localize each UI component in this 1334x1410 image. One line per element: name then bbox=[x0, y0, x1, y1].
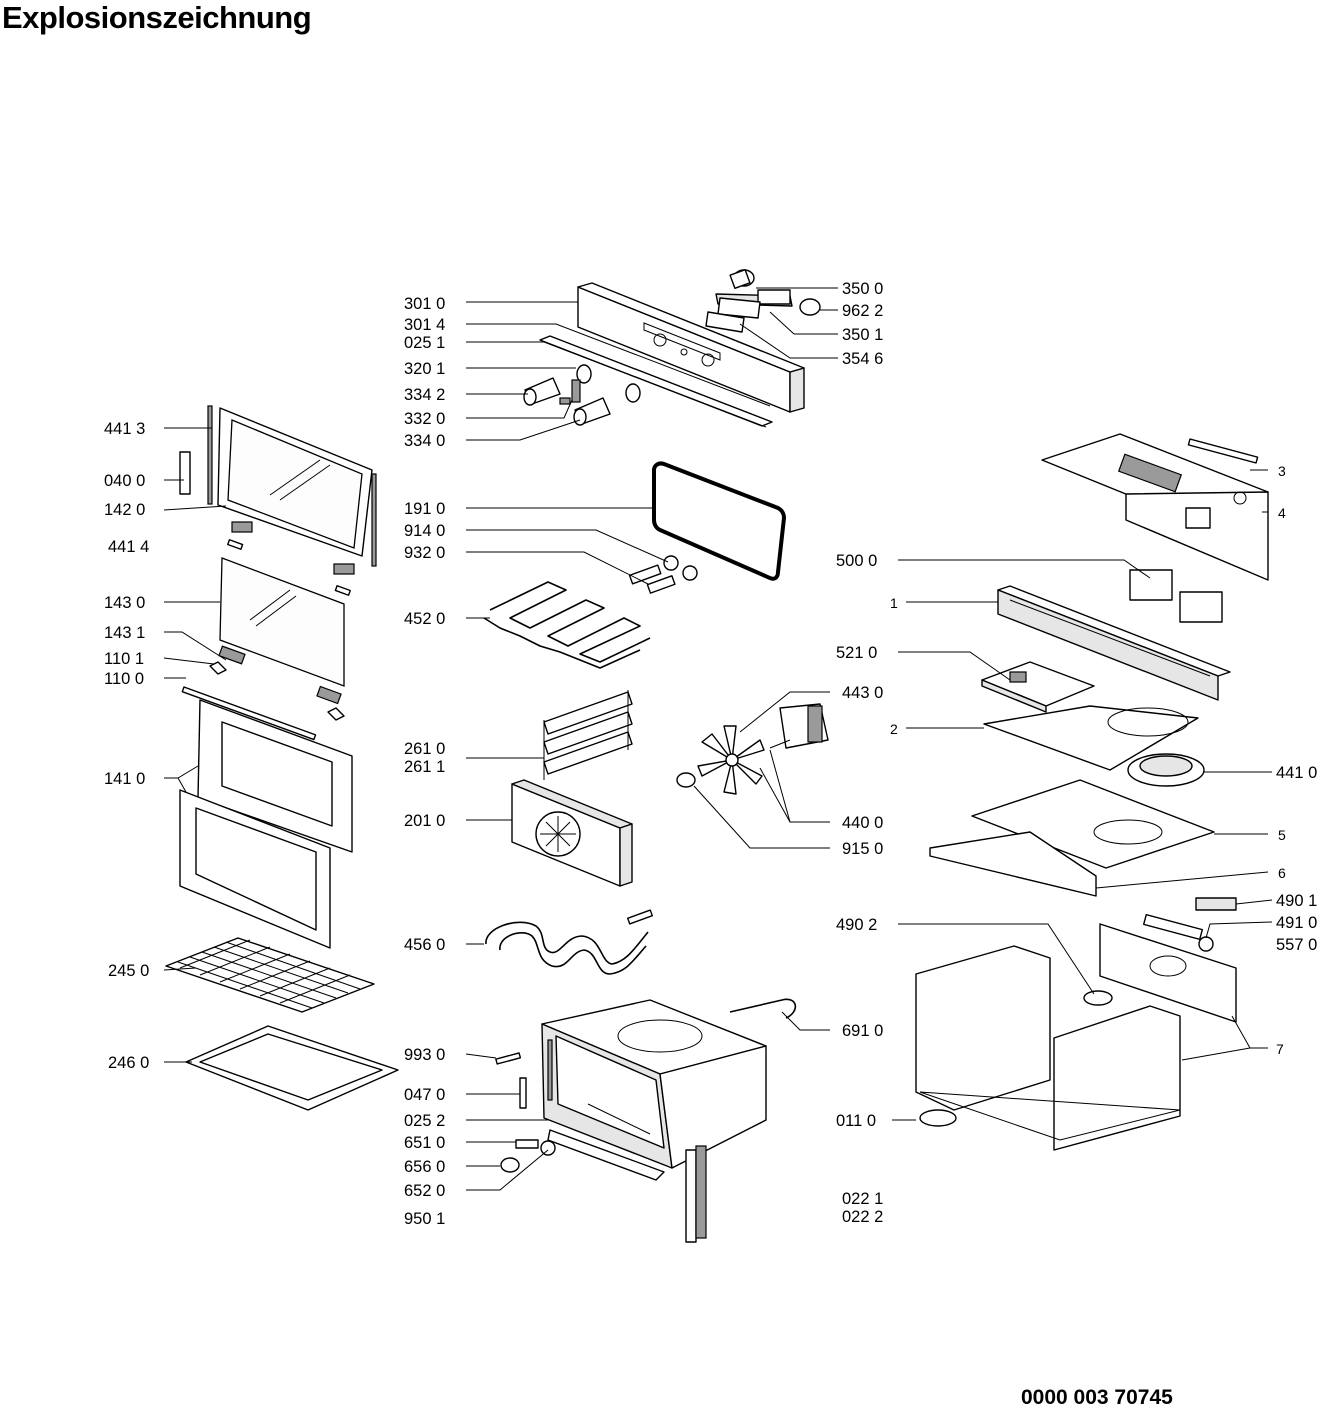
top-cover-part bbox=[1041, 433, 1269, 581]
front-frame-part bbox=[997, 585, 1231, 701]
oven-rack-part bbox=[165, 937, 375, 1013]
callout-143-1: 143 1 bbox=[104, 624, 145, 642]
fan-cover-part bbox=[511, 779, 633, 887]
callout-301-0: 301 0 bbox=[404, 295, 445, 313]
trim-strip-part bbox=[539, 335, 773, 428]
door-gasket-part bbox=[652, 461, 787, 581]
callout-915-0: 915 0 bbox=[842, 840, 883, 858]
document-number: 0000 003 70745 bbox=[1021, 1386, 1173, 1409]
callout-691-0: 691 0 bbox=[842, 1022, 883, 1040]
outer-door-part bbox=[179, 699, 353, 949]
switch-module-part bbox=[1129, 569, 1223, 623]
callout-320-1: 320 1 bbox=[404, 360, 445, 378]
callout-246-0: 246 0 bbox=[108, 1054, 149, 1072]
callout-443-0: 443 0 bbox=[842, 684, 883, 702]
callout-141-0: 141 0 bbox=[104, 770, 145, 788]
inner-glass-part bbox=[181, 557, 345, 741]
page-title: Explosionszeichnung bbox=[2, 0, 312, 35]
part-callouts: 301 0 301 4 025 1 320 1 334 2 332 0 334 … bbox=[104, 280, 1317, 1228]
temperature-sensor-part bbox=[729, 998, 797, 1019]
oven-door-frame-part bbox=[179, 405, 377, 596]
callout-4: 4 bbox=[1278, 505, 1286, 521]
callout-932-0: 932 0 bbox=[404, 544, 445, 562]
callout-025-1: 025 1 bbox=[404, 334, 445, 352]
callout-440-0: 440 0 bbox=[842, 814, 883, 832]
callout-651-0: 651 0 bbox=[404, 1134, 445, 1152]
shelf-guide-parts bbox=[543, 690, 633, 780]
callout-110-0: 110 0 bbox=[104, 670, 144, 688]
callout-456-0: 456 0 bbox=[404, 936, 445, 954]
bottom-heating-element-part bbox=[485, 909, 654, 975]
callout-332-0: 332 0 bbox=[404, 410, 445, 428]
callout-491-0: 491 0 bbox=[1276, 914, 1317, 932]
callout-025-2: 025 2 bbox=[404, 1112, 445, 1130]
outer-casing-part bbox=[915, 945, 1181, 1151]
leader-lines bbox=[163, 287, 1273, 1191]
callout-7: 7 bbox=[1276, 1041, 1284, 1057]
callout-557-0: 557 0 bbox=[1276, 936, 1317, 954]
callout-962-2: 962 2 bbox=[842, 302, 883, 320]
callout-334-0: 334 0 bbox=[404, 432, 445, 450]
callout-2: 2 bbox=[890, 721, 898, 737]
callout-350-0: 350 0 bbox=[842, 280, 883, 298]
callout-011-0: 011 0 bbox=[836, 1112, 876, 1130]
oven-cavity-part bbox=[541, 999, 767, 1169]
callout-301-4: 301 4 bbox=[404, 316, 445, 334]
control-panel-part bbox=[577, 282, 805, 413]
callout-490-2: 490 2 bbox=[836, 916, 877, 934]
spring-parts bbox=[628, 555, 698, 594]
cooling-fan-part bbox=[1127, 753, 1205, 787]
callout-245-0: 245 0 bbox=[108, 962, 149, 980]
callout-354-6: 354 6 bbox=[842, 350, 883, 368]
cooling-duct-part bbox=[983, 705, 1199, 771]
callout-914-0: 914 0 bbox=[404, 522, 445, 540]
insulation-plate-parts bbox=[929, 779, 1215, 897]
callout-201-0: 201 0 bbox=[404, 812, 445, 830]
cavity-hardware-parts bbox=[495, 1052, 707, 1243]
callout-142-0: 142 0 bbox=[104, 501, 145, 519]
callout-441-4: 441 4 bbox=[108, 538, 149, 556]
callout-143-0: 143 0 bbox=[104, 594, 145, 612]
callout-261-0: 261 0 bbox=[404, 740, 445, 758]
callout-110-1: 110 1 bbox=[104, 650, 144, 668]
callout-452-0: 452 0 bbox=[404, 610, 445, 628]
baking-tray-part bbox=[185, 1025, 399, 1111]
callout-040-0: 040 0 bbox=[104, 472, 145, 490]
callout-047-0: 047 0 bbox=[404, 1086, 445, 1104]
callout-334-2: 334 2 bbox=[404, 386, 445, 404]
callout-022-1: 022 1 bbox=[842, 1190, 883, 1208]
callout-3: 3 bbox=[1278, 463, 1286, 479]
rear-panel-parts bbox=[1099, 897, 1237, 1023]
fan-motor-parts bbox=[676, 703, 829, 795]
knob-parts bbox=[523, 364, 641, 426]
callout-500-0: 500 0 bbox=[836, 552, 877, 570]
callout-441-0: 441 0 bbox=[1276, 764, 1317, 782]
callout-350-1: 350 1 bbox=[842, 326, 883, 344]
callout-521-0: 521 0 bbox=[836, 644, 877, 662]
callout-993-0: 993 0 bbox=[404, 1046, 445, 1064]
callout-022-2: 022 2 bbox=[842, 1208, 883, 1226]
callout-950-1: 950 1 bbox=[404, 1210, 445, 1228]
callout-6: 6 bbox=[1278, 865, 1286, 881]
callout-652-0: 652 0 bbox=[404, 1182, 445, 1200]
top-heating-element-part bbox=[483, 581, 651, 669]
callout-656-0: 656 0 bbox=[404, 1158, 445, 1176]
indicator-lamp-parts bbox=[705, 268, 821, 333]
callout-490-1: 490 1 bbox=[1276, 892, 1317, 910]
callout-441-3: 441 3 bbox=[104, 420, 145, 438]
callout-5: 5 bbox=[1278, 827, 1286, 843]
control-board-part bbox=[981, 661, 1095, 713]
callout-191-0: 191 0 bbox=[404, 500, 445, 518]
callout-1: 1 bbox=[890, 595, 898, 611]
callout-261-1: 261 1 bbox=[404, 758, 445, 776]
